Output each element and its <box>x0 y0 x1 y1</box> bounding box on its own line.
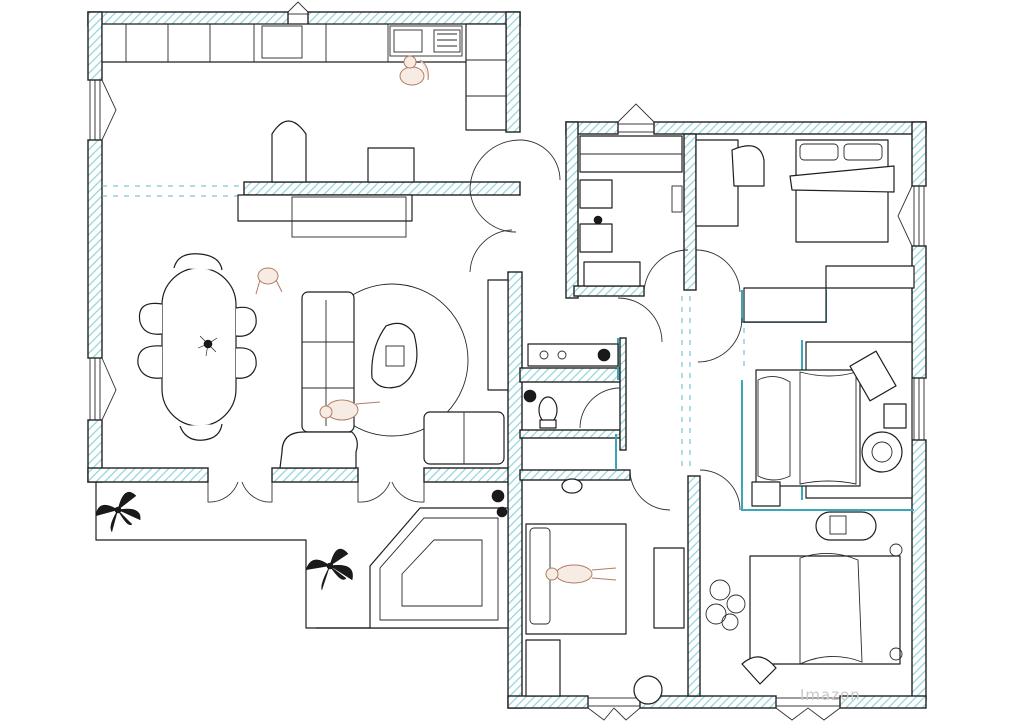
bed-icon <box>749 543 903 665</box>
dashed-openings <box>102 185 745 470</box>
island-counter <box>237 194 413 222</box>
bedroom-4 <box>525 478 685 705</box>
chair-icon <box>849 350 897 402</box>
doors <box>207 139 743 511</box>
door-icon <box>207 481 273 503</box>
window-icon <box>89 357 117 421</box>
bed-icon <box>755 369 861 487</box>
door-icon <box>519 139 561 181</box>
window-icon <box>287 1 309 25</box>
door-icon <box>357 481 425 503</box>
door-icon <box>617 297 663 343</box>
window-icon <box>587 697 641 721</box>
person-icon <box>399 55 429 86</box>
vanity-counter <box>527 343 619 367</box>
desk <box>695 139 739 227</box>
bedroom-1 <box>695 139 915 289</box>
watermark-text: Imazon <box>800 686 861 704</box>
door-icon <box>643 249 741 293</box>
chair-icon <box>137 345 163 379</box>
lamp <box>561 478 583 494</box>
kitchen <box>101 23 507 238</box>
coffee-table <box>371 322 418 389</box>
door-icon <box>469 139 521 273</box>
bed-icon <box>789 139 895 243</box>
window-icon <box>89 79 117 141</box>
exterior-walls <box>87 11 927 709</box>
palm-icon <box>95 492 141 533</box>
toilet-icon <box>538 396 558 429</box>
sink-icon <box>389 25 463 57</box>
interior-walls <box>243 133 701 697</box>
chair-icon <box>741 656 777 685</box>
wc <box>523 343 619 429</box>
living-area <box>279 279 509 469</box>
plant-icon <box>705 579 746 631</box>
window-icon <box>775 697 841 721</box>
stove-icon <box>261 25 303 59</box>
person-icon <box>545 564 617 584</box>
person-icon <box>319 399 381 421</box>
sink-icon <box>579 223 613 253</box>
bedroom-2 <box>743 287 913 507</box>
sink-icon <box>579 179 613 209</box>
plant-icon <box>597 348 611 362</box>
window-icon <box>897 185 925 247</box>
jacuzzi-icon <box>369 507 509 629</box>
door-icon <box>579 387 621 429</box>
palm-icon <box>305 548 353 591</box>
bedroom-3 <box>705 511 903 685</box>
table-icon <box>161 267 237 427</box>
toilet-icon <box>583 261 641 287</box>
sofa-icon <box>423 411 505 465</box>
kitchen-counter-side <box>465 23 507 131</box>
tv-cabinet <box>487 279 509 391</box>
bathroom <box>579 135 683 287</box>
window-icon <box>617 103 655 133</box>
chair-icon <box>173 253 223 271</box>
desk <box>525 639 561 697</box>
wardrobe <box>653 547 685 629</box>
plant-icon <box>491 489 508 518</box>
person-icon <box>255 267 283 295</box>
sofa-icon <box>279 291 358 469</box>
door-icon <box>629 469 741 511</box>
chair-icon <box>235 347 257 379</box>
stove-icon <box>751 481 781 507</box>
door-icon <box>697 317 743 363</box>
plant-icon <box>197 335 218 357</box>
wardrobe <box>825 265 915 289</box>
chair-icon <box>633 675 663 705</box>
chair-icon <box>138 302 163 335</box>
table-icon <box>861 431 903 473</box>
plant-icon <box>593 215 603 225</box>
wardrobe <box>743 287 827 323</box>
bar-stool <box>367 147 415 183</box>
chair-icon <box>179 423 223 441</box>
side-table <box>883 403 907 429</box>
chair-icon <box>271 120 307 183</box>
chair-icon <box>235 306 257 337</box>
dining-area <box>137 253 283 441</box>
terrace <box>95 482 509 629</box>
chair-icon <box>731 145 765 187</box>
plant-icon <box>523 389 537 403</box>
